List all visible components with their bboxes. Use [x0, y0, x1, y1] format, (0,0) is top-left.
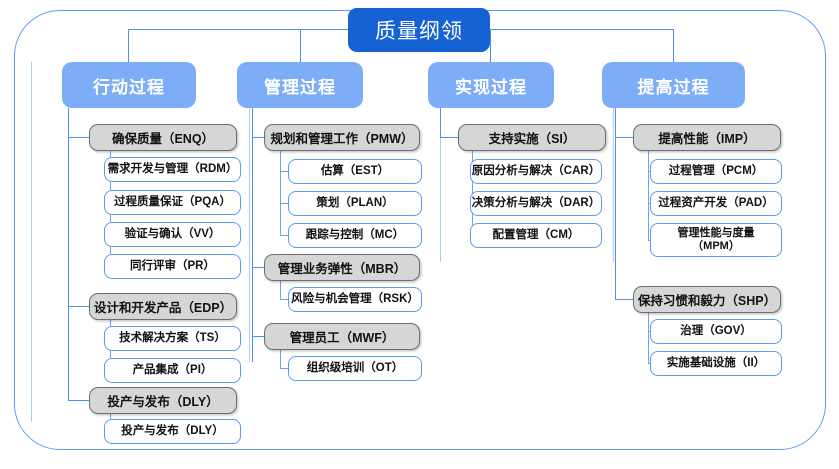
group-box-si[interactable]: 支持实施（SI） [458, 124, 606, 151]
leaf-box-ot[interactable]: 组织级培训（OT） [288, 356, 422, 381]
leaf-box-dar[interactable]: 决策分析与解决（DAR） [470, 191, 602, 216]
group-box-edp[interactable]: 设计和开发产品（EDP） [89, 293, 237, 320]
column-divider-3 [440, 62, 441, 262]
col4-grp1-stub [615, 137, 635, 138]
trunk-drop-col3 [490, 29, 491, 62]
col4-grp2-stub [615, 299, 635, 300]
col2-grp2-stub [252, 267, 266, 268]
trunk-drop-col2 [300, 29, 301, 62]
group-box-imp[interactable]: 提高性能（IMP） [633, 124, 781, 151]
leaf-box-pcm[interactable]: 过程管理（PCM） [650, 159, 782, 184]
column-header-action[interactable]: 行动过程 [62, 62, 196, 108]
leaf-box-cm[interactable]: 配置管理（CM） [470, 223, 602, 248]
leaf-box-mc[interactable]: 跟踪与控制（MC） [288, 223, 422, 248]
leaf-box-dly-child[interactable]: 投产与发布（DLY） [104, 419, 241, 444]
group-box-pmw[interactable]: 规划和管理工作（PMW） [264, 124, 420, 151]
col2-g1-c3-stub [280, 235, 294, 236]
group-box-mwf[interactable]: 管理员工（MWF） [264, 323, 420, 350]
group-box-mbr[interactable]: 管理业务弹性（MBR） [264, 254, 420, 281]
column-divider-1 [31, 62, 32, 422]
diagram-title: 质量纲领 [348, 8, 490, 52]
col4-grp1-spine [648, 151, 649, 241]
col1-grp1-stub [68, 137, 90, 138]
leaf-box-pi[interactable]: 产品集成（PI） [104, 358, 241, 383]
col3-spine [440, 108, 441, 138]
column-header-improve[interactable]: 提高过程 [602, 62, 745, 108]
col4-spine [615, 108, 616, 299]
group-box-dly[interactable]: 投产与发布（DLY） [89, 387, 237, 414]
group-box-shp[interactable]: 保持习惯和毅力（SHP） [633, 286, 781, 313]
leaf-box-ii[interactable]: 实施基础设施（II） [650, 351, 782, 376]
leaf-box-mpm[interactable]: 管理性能与度量 （MPM） [650, 223, 782, 257]
leaf-box-est[interactable]: 估算（EST） [288, 159, 422, 184]
leaf-box-pqa[interactable]: 过程质量保证（PQA） [104, 190, 241, 215]
leaf-box-rsk[interactable]: 风险与机会管理（RSK） [288, 287, 422, 312]
col1-spine [68, 108, 69, 400]
leaf-box-vv[interactable]: 验证与确认（VV） [104, 222, 241, 247]
column-divider-2 [249, 62, 250, 362]
col3-grp1-stub [440, 137, 460, 138]
leaf-box-pr[interactable]: 同行评审（PR） [104, 254, 241, 279]
column-header-manage[interactable]: 管理过程 [237, 62, 363, 108]
leaf-box-pad[interactable]: 过程资产开发（PAD） [650, 191, 782, 216]
group-box-enq[interactable]: 确保质量（ENQ） [89, 124, 237, 151]
col4-grp2-spine [648, 313, 649, 364]
col2-g2-c1-stub [280, 299, 294, 300]
col2-grp3-spine [280, 350, 281, 369]
leaf-box-ts[interactable]: 技术解决方案（TS） [104, 326, 241, 351]
trunk-drop-col1 [128, 29, 129, 62]
trunk-right-run [579, 29, 674, 30]
col1-grp2-stub [68, 306, 90, 307]
trunk-left-run [128, 29, 261, 30]
leaf-box-plan[interactable]: 策划（PLAN） [288, 191, 422, 216]
trunk-drop-col4 [673, 29, 674, 62]
col2-g3-c1-stub [280, 368, 294, 369]
column-header-realize[interactable]: 实现过程 [428, 62, 554, 108]
col2-grp1-spine [280, 151, 281, 235]
col1-grp3-stub [68, 400, 90, 401]
col2-grp1-stub [252, 137, 266, 138]
col2-spine [252, 108, 253, 362]
col2-g1-c2-stub [280, 203, 294, 204]
column-divider-4 [613, 62, 614, 262]
leaf-box-rdm[interactable]: 需求开发与管理（RDM） [104, 157, 241, 182]
leaf-box-car[interactable]: 原因分析与解决（CAR） [470, 159, 602, 184]
col2-grp2-spine [280, 281, 281, 300]
col2-grp3-stub [252, 336, 266, 337]
leaf-box-gov[interactable]: 治理（GOV） [650, 319, 782, 344]
col2-g1-c1-stub [280, 171, 294, 172]
